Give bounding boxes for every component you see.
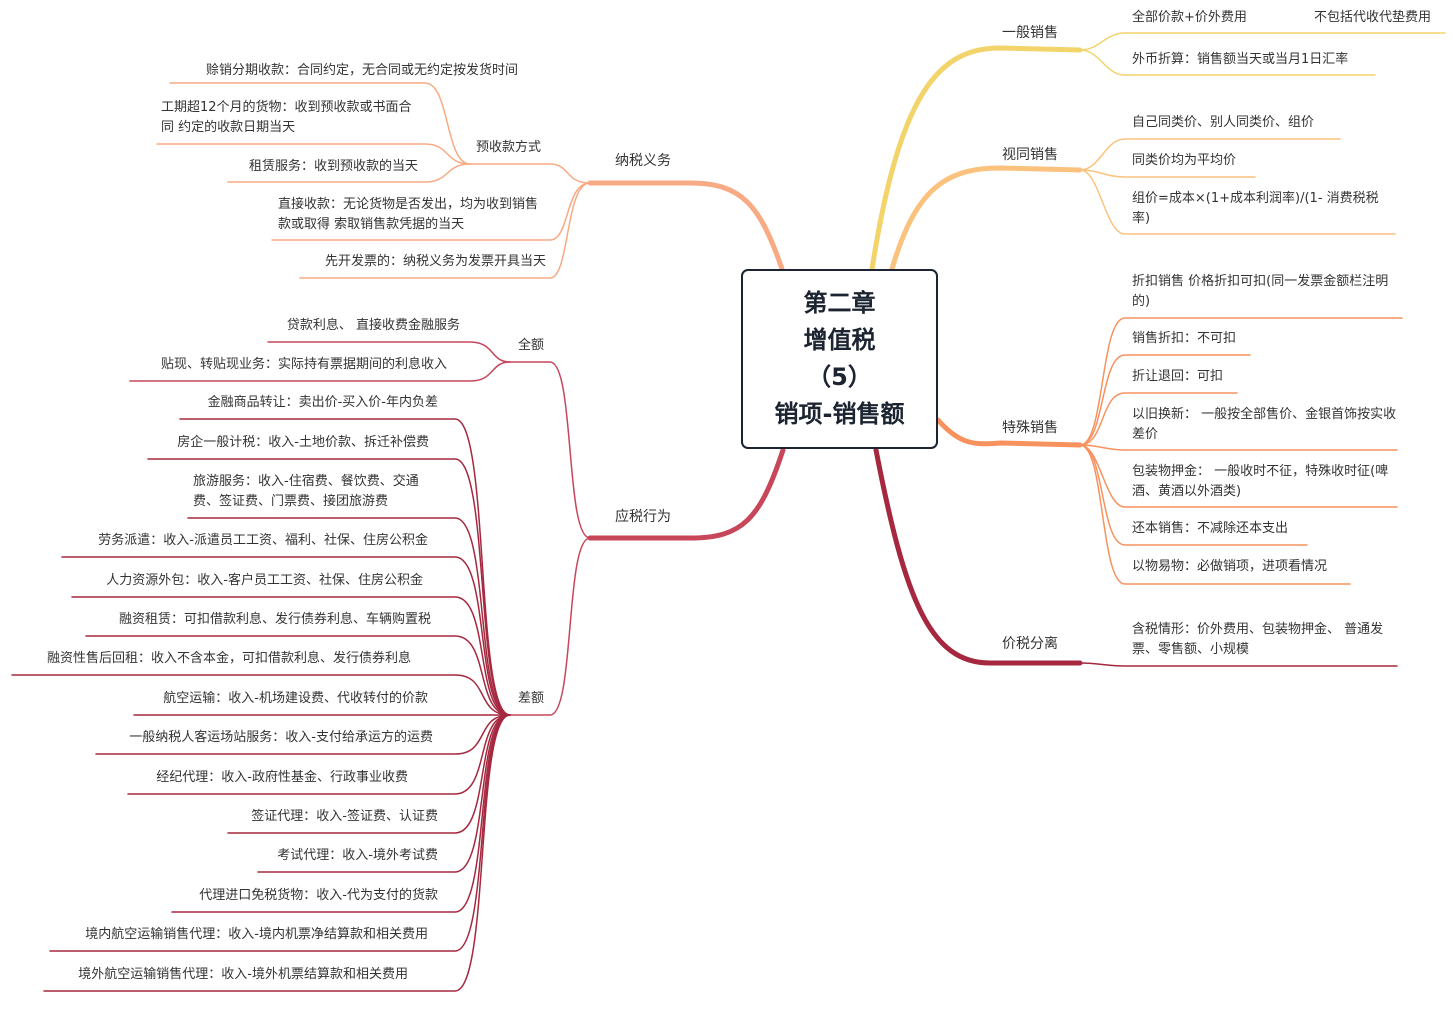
- branch-taxable-acts[interactable]: 应税行为: [615, 509, 671, 525]
- special-item-4[interactable]: 以旧换新： 一般按全部售价、金银首饰按实收差价: [1132, 407, 1397, 442]
- root-line-4: 销项-销售额: [774, 400, 905, 428]
- special-item-3[interactable]: 折让退回：可扣: [1132, 369, 1224, 384]
- difference-item-6[interactable]: 融资租赁：可扣借款利息、发行债券利息、车辆购置税: [118, 612, 431, 627]
- difference-item-4[interactable]: 劳务派遣：收入-派遣员工工资、福利、社保、住房公积金: [98, 533, 428, 548]
- branch-tax-obligation[interactable]: 纳税义务: [615, 153, 671, 169]
- branch-line-general: [869, 45, 1083, 272]
- special-item-1[interactable]: 折扣销售 价格折扣可扣(同一发票金额栏注明的): [1132, 274, 1389, 309]
- advance-method-node[interactable]: 预收款方式: [476, 140, 542, 155]
- difference-item-5[interactable]: 人力资源外包：收入-客户员工工资、社保、住房公积金: [106, 573, 423, 588]
- taxable-sub-lines: [129, 341, 591, 716]
- difference-item-11[interactable]: 签证代理：收入-签证费、认证费: [251, 809, 438, 824]
- advance-item-2[interactable]: 工期超12个月的货物：收到预收款或书面合同 约定的收款日期当天: [161, 100, 412, 135]
- difference-node[interactable]: 差额: [518, 691, 545, 706]
- special-item-5[interactable]: 包装物押金： 一般收时不征，特殊收时征(啤酒、黄酒以外酒类): [1132, 464, 1389, 499]
- main-branch-lines: [587, 45, 1083, 666]
- obligation-item-direct[interactable]: 直接收款：无论货物是否发出，均为收到销售款或取得 索取销售款凭据的当天: [278, 197, 539, 232]
- obligation-item-invoice[interactable]: 先开发票的：纳税义务为发票开具当天: [324, 254, 546, 269]
- difference-item-12[interactable]: 考试代理：收入-境外考试费: [277, 848, 438, 863]
- separation-item-1[interactable]: 含税情形：价外费用、包装物押金、 普通发票、零售额、小规模: [1132, 622, 1384, 657]
- general-sub-lines: [1079, 32, 1446, 76]
- difference-item-14[interactable]: 境内航空运输销售代理：收入-境内机票净结算款和相关费用: [85, 927, 428, 942]
- root-line-3: （5）: [807, 363, 872, 391]
- special-sub-lines: [1079, 317, 1403, 585]
- root-line-2: 增值税: [803, 326, 876, 354]
- branch-line-obligation: [587, 180, 785, 272]
- difference-item-3[interactable]: 旅游服务：收入-住宿费、餐饮费、交通费、签证费、门票费、接团旅游费: [193, 474, 419, 509]
- special-item-2[interactable]: 销售折扣：不可扣: [1132, 331, 1237, 346]
- general-item-1[interactable]: 全部价款+价外费用: [1132, 10, 1247, 25]
- separation-sub-lines: [1079, 662, 1398, 667]
- difference-item-13[interactable]: 代理进口免税货物：收入-代为支付的货款: [199, 888, 438, 903]
- root-topic[interactable]: 第二章 增值税 （5） 销项-销售额: [741, 269, 938, 449]
- difference-item-7[interactable]: 融资性售后回租：收入不含本金，可扣借款利息、发行债券利息: [46, 651, 411, 666]
- branch-line-taxable: [587, 447, 786, 541]
- full-amount-node[interactable]: 全额: [518, 338, 545, 353]
- branch-line-separation: [873, 447, 1083, 666]
- full-item-1[interactable]: 贷款利息、 直接收费金融服务: [286, 318, 460, 333]
- advance-item-1[interactable]: 赊销分期收款：合同约定，无合同或无约定按发货时间: [205, 63, 518, 78]
- obligation-sub-lines: [156, 82, 591, 279]
- deemed-sub-lines: [1079, 138, 1396, 235]
- difference-item-15[interactable]: 境外航空运输销售代理：收入-境外机票结算款和相关费用: [78, 967, 408, 982]
- branch-price-tax-separation[interactable]: 价税分离: [1002, 636, 1058, 652]
- special-item-7[interactable]: 以物易物：必做销项，进项看情况: [1132, 559, 1328, 574]
- deemed-item-3[interactable]: 组价=成本×(1+成本利润率)/(1- 消费税税率): [1132, 191, 1379, 226]
- branch-special-sales[interactable]: 特殊销售: [1002, 420, 1058, 436]
- branch-line-special: [935, 417, 1083, 448]
- difference-sub-lines: [11, 418, 511, 992]
- difference-item-8[interactable]: 航空运输：收入-机场建设费、代收转付的价款: [163, 691, 428, 706]
- special-item-6[interactable]: 还本销售：不减除还本支出: [1132, 521, 1289, 536]
- root-line-1: 第二章: [803, 289, 876, 317]
- general-item-2[interactable]: 外币折算：销售额当天或当月1日汇率: [1132, 52, 1349, 67]
- difference-item-1[interactable]: 金融商品转让：卖出价-买入价-年内负差: [207, 395, 438, 410]
- difference-item-10[interactable]: 经纪代理：收入-政府性基金、行政事业收费: [156, 770, 408, 785]
- branch-line-deemed: [889, 165, 1083, 272]
- branch-deemed-sales[interactable]: 视同销售: [1002, 147, 1058, 163]
- full-item-2[interactable]: 贴现、转贴现业务：实际持有票据期间的利息收入: [160, 357, 447, 372]
- general-item-1-note[interactable]: 不包括代收代垫费用: [1314, 10, 1432, 25]
- branch-general-sales[interactable]: 一般销售: [1002, 25, 1058, 41]
- deemed-item-1[interactable]: 自己同类价、别人同类价、组价: [1132, 115, 1315, 130]
- difference-item-9[interactable]: 一般纳税人客运场站服务：收入-支付给承运方的运费: [129, 730, 433, 745]
- advance-item-3[interactable]: 租赁服务：收到预收款的当天: [248, 159, 418, 174]
- deemed-item-2[interactable]: 同类价均为平均价: [1132, 153, 1237, 168]
- difference-item-2[interactable]: 房企一般计税：收入-土地价款、拆迁补偿费: [177, 435, 429, 450]
